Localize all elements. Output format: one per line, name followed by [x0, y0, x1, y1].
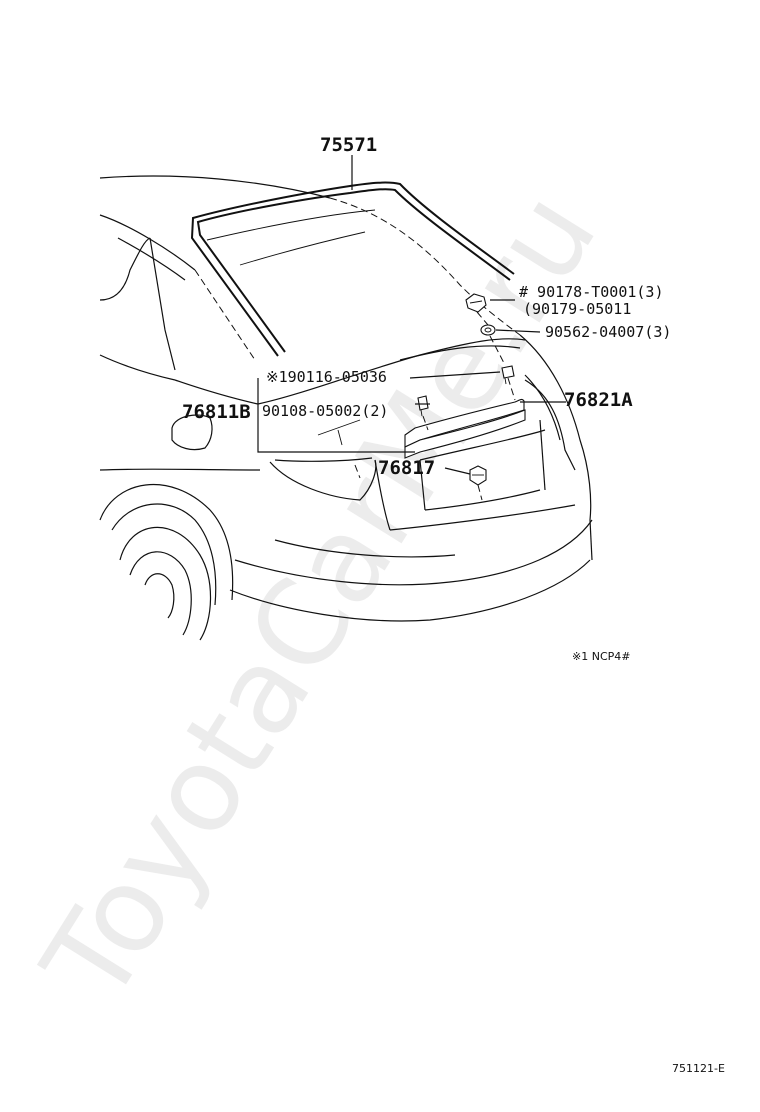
label-90562: 90562-04007(3): [545, 323, 671, 341]
lamp-76817: [469, 465, 487, 486]
install-guides: [422, 311, 516, 501]
label-76821a: 76821A: [564, 389, 633, 411]
garnish-76821a: [404, 398, 526, 459]
car-body-outline: [99, 175, 593, 641]
footnote-ncp4: ※1 NCP4#: [572, 650, 630, 663]
label-76817: 76817: [378, 457, 435, 479]
window-moulding-75571: [190, 181, 515, 357]
label-76811b: 76811B: [182, 401, 251, 423]
label-90178: # 90178-T0001(3): [519, 283, 664, 301]
figure-id: 751121-E: [672, 1062, 725, 1075]
screw-90116: [501, 365, 515, 385]
label-90179: (90179-05011: [523, 300, 631, 318]
label-75571: 75571: [320, 134, 377, 156]
clip-90178: [465, 293, 487, 313]
bolt-90108: [417, 395, 429, 417]
leader-lines: [257, 155, 566, 475]
label-90116: ※190116-05036: [266, 368, 387, 386]
label-90108: 90108-05002(2): [262, 402, 388, 420]
washer-90562: [480, 324, 496, 336]
